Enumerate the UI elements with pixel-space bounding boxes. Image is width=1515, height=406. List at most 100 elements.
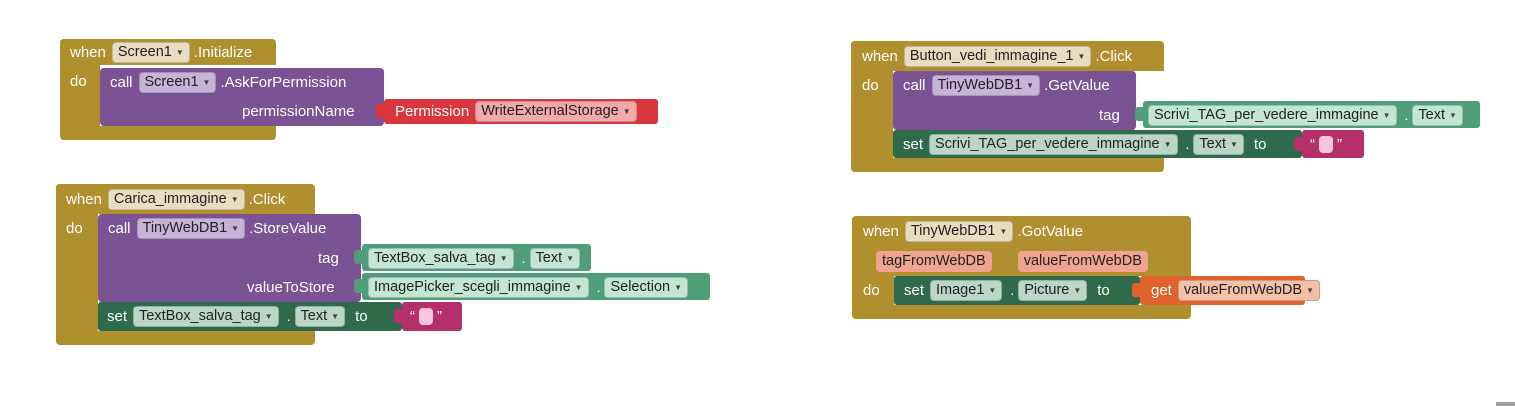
when-keyword: when	[863, 222, 899, 240]
event-footer	[851, 158, 1164, 172]
component-name: TextBox_salva_tag	[374, 250, 496, 266]
component-dropdown[interactable]: Carica_immagine▼	[107, 188, 245, 210]
property-dropdown[interactable]: Text▼	[1412, 104, 1463, 126]
property-dropdown[interactable]: Text▼	[1193, 133, 1244, 155]
dot-separator: .	[1010, 282, 1015, 298]
property-dropdown[interactable]: Text▼	[529, 247, 581, 269]
quote-close: ”	[1337, 135, 1342, 153]
event-param-tag[interactable]: tagFromWebDB	[876, 250, 992, 272]
call-keyword: call	[108, 219, 131, 237]
component-dropdown[interactable]: Scrivi_TAG_per_vedere_immagine▼	[1148, 104, 1397, 126]
quote-open: “	[410, 307, 415, 325]
event-name: .Click	[1095, 47, 1133, 65]
chevron-down-icon: ▼	[622, 106, 631, 116]
property-dropdown[interactable]: Selection▼	[604, 276, 689, 298]
arg-label-value: valueToStore	[247, 278, 335, 296]
socket-plug	[354, 250, 364, 264]
event-name: .Initialize	[193, 43, 253, 61]
component-name: TinyWebDB1	[910, 223, 996, 239]
chevron-down-icon: ▼	[566, 253, 575, 263]
to-keyword: to	[1253, 135, 1267, 153]
chevron-down-icon: ▼	[1230, 139, 1238, 149]
empty-string-field[interactable]	[419, 307, 433, 325]
chevron-down-icon: ▼	[1449, 110, 1457, 120]
chevron-down-icon: ▼	[1026, 80, 1035, 90]
variable-name: valueFromWebDB	[1183, 282, 1303, 298]
component-dropdown[interactable]: TextBox_salva_tag▼	[133, 305, 279, 327]
event-left-rail	[60, 39, 100, 140]
dot-separator: .	[596, 279, 601, 295]
component-dropdown[interactable]: TinyWebDB1▼	[904, 220, 1014, 242]
chevron-down-icon: ▼	[499, 253, 508, 263]
when-keyword: when	[862, 47, 898, 65]
do-keyword: do	[862, 76, 879, 94]
dot-separator: .	[521, 250, 526, 266]
chevron-down-icon: ▼	[264, 311, 273, 321]
call-keyword: call	[903, 76, 926, 94]
to-keyword: to	[1097, 281, 1110, 299]
workspace-scrollbar[interactable]	[1496, 402, 1515, 406]
method-name: .GetValue	[1044, 76, 1110, 94]
socket-plug	[1132, 283, 1142, 297]
do-keyword: do	[70, 72, 87, 90]
chevron-down-icon: ▼	[1077, 51, 1086, 61]
text-block[interactable]	[1302, 130, 1364, 158]
component-name: Button_vedi_immagine_1	[909, 48, 1074, 64]
component-dropdown[interactable]: TextBox_salva_tag▼	[368, 247, 514, 269]
component-name: Image1	[936, 282, 985, 298]
dot-separator: .	[1185, 136, 1190, 152]
socket-plug	[1135, 107, 1145, 121]
component-dropdown[interactable]: Screen1▼	[138, 71, 217, 93]
variable-dropdown[interactable]: valueFromWebDB▼	[1177, 279, 1320, 301]
component-dropdown[interactable]: Button_vedi_immagine_1▼	[903, 45, 1092, 67]
chevron-down-icon: ▼	[331, 311, 340, 321]
chevron-down-icon: ▼	[1073, 285, 1082, 295]
component-name: Scrivi_TAG_per_vedere_immagine	[1154, 107, 1379, 123]
event-footer	[56, 331, 315, 345]
event-footer	[60, 126, 276, 140]
property-name: Picture	[1024, 282, 1070, 298]
chevron-down-icon: ▼	[231, 223, 240, 233]
when-keyword: when	[66, 190, 102, 208]
get-keyword: get	[1151, 281, 1172, 299]
event-param-value[interactable]: valueFromWebDB	[1017, 250, 1148, 272]
event-left-rail	[851, 41, 893, 172]
component-dropdown[interactable]: Scrivi_TAG_per_vedere_immagine▼	[929, 133, 1178, 155]
property-name: Text	[300, 308, 328, 324]
component-dropdown[interactable]: Image1▼	[930, 279, 1003, 301]
property-dropdown[interactable]: Picture▼	[1018, 279, 1088, 301]
event-footer	[852, 305, 1191, 319]
component-dropdown[interactable]: ImagePicker_scegli_immagine▼	[368, 276, 589, 298]
property-name: Text	[535, 250, 563, 266]
component-name: TinyWebDB1	[142, 220, 228, 236]
event-name: .Click	[248, 190, 286, 208]
chevron-down-icon: ▼	[1163, 139, 1172, 149]
do-keyword: do	[66, 219, 83, 237]
property-name: Text	[1199, 136, 1227, 152]
component-name: TinyWebDB1	[937, 77, 1023, 93]
component-dropdown[interactable]: TinyWebDB1▼	[136, 217, 246, 239]
dot-separator: .	[1404, 107, 1409, 123]
do-keyword: do	[863, 281, 880, 299]
permission-dropdown[interactable]: WriteExternalStorage▼	[475, 100, 637, 122]
chevron-down-icon: ▼	[999, 226, 1008, 236]
event-left-rail	[56, 184, 98, 345]
property-name: Selection	[610, 279, 671, 295]
method-name: .StoreValue	[249, 219, 327, 237]
method-name: .AskForPermission	[220, 73, 347, 91]
to-keyword: to	[355, 307, 368, 325]
component-name: Screen1	[144, 74, 199, 90]
chevron-down-icon: ▼	[988, 285, 997, 295]
empty-string-field[interactable]	[1319, 135, 1333, 153]
component-name: Scrivi_TAG_per_vedere_immagine	[935, 136, 1160, 152]
chevron-down-icon: ▼	[230, 194, 239, 204]
arg-label: permissionName	[242, 102, 355, 120]
when-keyword: when	[70, 43, 106, 61]
component-name: ImagePicker_scegli_immagine	[374, 279, 571, 295]
component-dropdown[interactable]: Screen1▼	[111, 41, 190, 63]
component-dropdown[interactable]: TinyWebDB1▼	[931, 74, 1041, 96]
property-dropdown[interactable]: Text▼	[294, 305, 346, 327]
chevron-down-icon: ▼	[1382, 110, 1391, 120]
quote-open: “	[1310, 135, 1315, 153]
set-keyword: set	[903, 135, 924, 153]
